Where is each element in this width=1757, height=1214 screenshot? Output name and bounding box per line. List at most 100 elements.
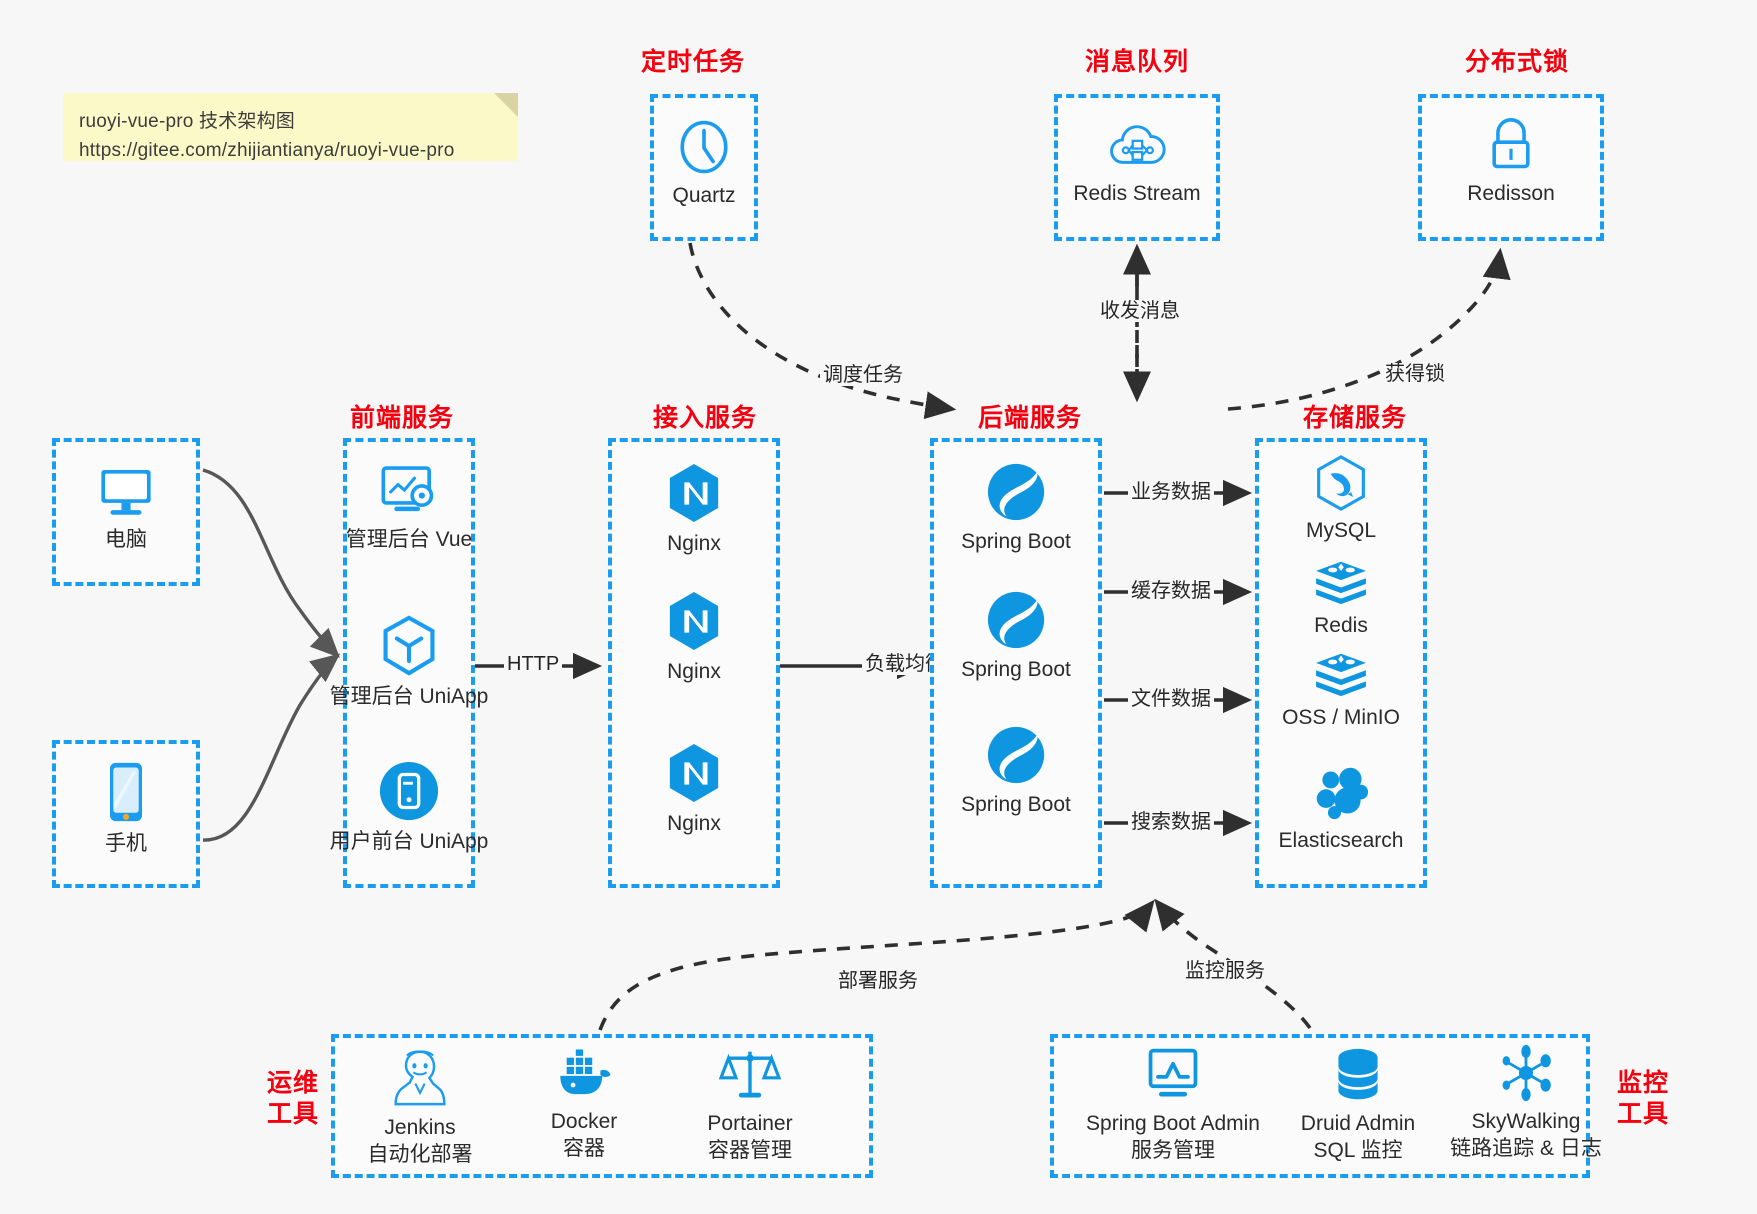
edge-label-search-data: 搜索数据 [1128, 811, 1214, 833]
group-title-backend: 后端服务 [977, 404, 1082, 432]
node-sublabel-spring-boot-admin: 服务管理 [1131, 1138, 1215, 1162]
node-sublabel-druid-admin: SQL 监控 [1313, 1138, 1403, 1162]
clock-icon [675, 118, 733, 176]
node-label-pc: 电脑 [105, 528, 147, 551]
node-jenkins[interactable]: Jenkins 自动化部署 [340, 1046, 500, 1169]
group-box-scheduled-task [650, 94, 758, 241]
edge-label-load-balance: 负载均衡 [862, 653, 948, 675]
docker-icon [553, 1048, 615, 1102]
group-title-devops: 运维 工具 [258, 1068, 328, 1131]
group-box-message-queue [1054, 94, 1220, 241]
node-label-elasticsearch: Elasticsearch [1278, 829, 1404, 852]
node-redisson[interactable]: Redisson [1431, 116, 1591, 208]
node-elasticsearch[interactable]: Elasticsearch [1261, 765, 1421, 855]
edge-label-mq: 收发消息 [1097, 300, 1183, 322]
node-redis-stream[interactable]: Redis Stream [1057, 118, 1217, 208]
node-nginx-3[interactable]: Nginx [614, 742, 774, 838]
note-fold-corner [494, 93, 518, 117]
group-title-scheduled-task: 定时任务 [640, 48, 745, 76]
edge-pc-to-frontend [202, 468, 340, 658]
group-title-monitoring-line1: 监控 [1616, 1069, 1669, 1097]
node-label-redisson: Redisson [1467, 182, 1555, 205]
node-spring-boot-1[interactable]: Spring Boot [936, 462, 1096, 556]
edge-deploy-service [598, 899, 1155, 1031]
elasticsearch-icon [1312, 765, 1370, 821]
node-label-spring-boot-1: Spring Boot [961, 530, 1071, 553]
node-spring-boot-admin[interactable]: Spring Boot Admin 服务管理 [1068, 1046, 1278, 1165]
node-spring-boot-3[interactable]: Spring Boot [936, 725, 1096, 819]
node-label-admin-uniapp: 管理后台 UniApp [329, 685, 489, 708]
node-mysql[interactable]: MySQL [1261, 455, 1421, 545]
group-title-monitoring: 监控 工具 [1608, 1068, 1678, 1131]
node-label-nginx-1: Nginx [667, 532, 721, 555]
edge-label-http: HTTP [504, 653, 563, 675]
uniapp-cube-icon [379, 615, 439, 677]
node-sublabel-docker: 容器 [563, 1136, 605, 1160]
nginx-icon [666, 462, 722, 524]
node-admin-vue[interactable]: 管理后台 Vue [329, 462, 489, 554]
node-oss-minio[interactable]: OSS / MinIO [1261, 650, 1421, 732]
node-skywalking[interactable]: SkyWalking 链路追踪 & 日志 [1426, 1044, 1626, 1163]
node-spring-boot-2[interactable]: Spring Boot [936, 590, 1096, 684]
node-label-mysql: MySQL [1305, 519, 1376, 542]
node-label-spring-boot-admin: Spring Boot Admin [1086, 1112, 1260, 1135]
phone-icon [104, 760, 148, 824]
mysql-icon [1314, 455, 1368, 511]
node-sublabel-skywalking: 链路追踪 & 日志 [1450, 1136, 1602, 1160]
node-label-skywalking: SkyWalking [1471, 1110, 1581, 1133]
node-label-user-uniapp: 用户前台 UniApp [329, 830, 489, 853]
edge-label-lock: 获得锁 [1382, 363, 1448, 385]
edge-label-business-data: 业务数据 [1128, 481, 1214, 503]
node-label-mobile: 手机 [105, 832, 147, 855]
node-label-admin-vue: 管理后台 Vue [345, 528, 473, 551]
node-label-spring-boot-3: Spring Boot [961, 793, 1071, 816]
node-label-redis: Redis [1314, 614, 1368, 637]
group-box-devops [331, 1034, 873, 1178]
edge-label-deploy: 部署服务 [835, 970, 921, 992]
lock-icon [1483, 116, 1539, 174]
group-title-devops-line2: 工具 [266, 1100, 319, 1129]
group-title-monitoring-line2: 工具 [1616, 1100, 1669, 1129]
desktop-icon [95, 462, 157, 520]
node-nginx-1[interactable]: Nginx [614, 462, 774, 558]
node-label-docker: Docker [550, 1110, 618, 1133]
node-mobile[interactable]: 手机 [46, 760, 206, 858]
edge-label-monitor: 监控服务 [1182, 960, 1268, 982]
spring-boot-icon [986, 462, 1046, 522]
group-title-gateway: 接入服务 [652, 404, 757, 432]
node-sublabel-portainer: 容器管理 [708, 1138, 792, 1162]
group-title-devops-line1: 运维 [266, 1069, 319, 1097]
note-url: https://gitee.com/zhijiantianya/ruoyi-vu… [79, 140, 455, 162]
edge-label-schedule-task: 调度任务 [820, 364, 906, 386]
node-label-jenkins: Jenkins [384, 1116, 456, 1139]
node-pc[interactable]: 电脑 [46, 462, 206, 554]
node-druid-admin[interactable]: Druid Admin SQL 监控 [1268, 1046, 1448, 1165]
node-admin-uniapp[interactable]: 管理后台 UniApp [329, 615, 489, 711]
node-docker[interactable]: Docker 容器 [504, 1048, 664, 1163]
node-quartz[interactable]: Quartz [624, 118, 784, 210]
skywalking-icon [1496, 1044, 1556, 1102]
node-nginx-2[interactable]: Nginx [614, 590, 774, 686]
node-label-nginx-2: Nginx [667, 660, 721, 683]
database-icon [1331, 1046, 1385, 1104]
monitor-chart-icon [1143, 1046, 1203, 1104]
jenkins-icon [391, 1046, 449, 1108]
uniapp-mobile-icon [378, 760, 440, 822]
node-label-portainer: Portainer [707, 1112, 793, 1135]
dashboard-vue-icon [376, 462, 442, 520]
edge-label-file-data: 文件数据 [1128, 688, 1214, 710]
node-user-uniapp[interactable]: 用户前台 UniApp [329, 760, 489, 856]
spring-boot-icon [986, 590, 1046, 650]
edge-acquire-lock [1227, 247, 1511, 411]
node-label-oss-minio: OSS / MinIO [1282, 706, 1400, 729]
node-redis[interactable]: Redis [1261, 558, 1421, 640]
edge-label-cache-data: 缓存数据 [1128, 580, 1214, 602]
group-title-storage: 存储服务 [1302, 404, 1407, 432]
node-label-quartz: Quartz [672, 184, 736, 207]
node-portainer[interactable]: Portainer 容器管理 [670, 1046, 830, 1165]
node-sublabel-jenkins: 自动化部署 [367, 1142, 473, 1166]
node-label-spring-boot-2: Spring Boot [961, 658, 1071, 681]
redis-icon [1312, 558, 1370, 606]
node-label-redis-stream: Redis Stream [1073, 182, 1201, 205]
nginx-icon [666, 742, 722, 804]
